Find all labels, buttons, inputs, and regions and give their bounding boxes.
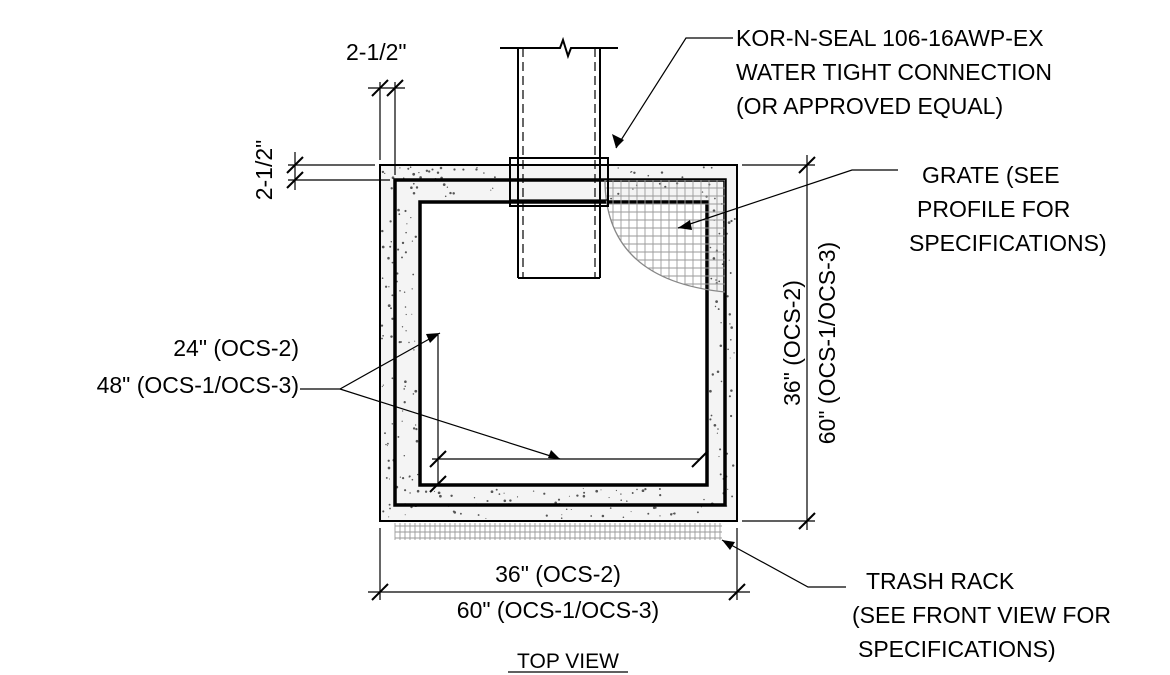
top-wall-dimension (368, 79, 405, 175)
trash-rack-label-line2: (SEE FRONT VIEW FOR (852, 602, 1111, 628)
outer-vertical-dimension (742, 155, 816, 530)
grate-label-line3: SPECIFICATIONS) (909, 230, 1107, 256)
grate-label-line2: PROFILE FOR (917, 196, 1070, 222)
wall-dim-top-label: 2-1/2" (346, 39, 407, 65)
wall-dim-left-label: 2-1/2" (251, 140, 277, 201)
inner-dim-label-line2: 48" (OCS-1/OCS-3) (97, 372, 299, 398)
seal-label-line3: (OR APPROVED EQUAL) (736, 93, 1003, 119)
view-title: TOP VIEW (517, 650, 619, 673)
trash-rack-label-line3: SPECIFICATIONS) (858, 636, 1056, 662)
outer-h-dim-label-line2: 60" (OCS-1/OCS-3) (457, 597, 659, 623)
outer-v-dim-label-line2: 60" (OCS-1/OCS-3) (814, 242, 840, 444)
outer-horizontal-dimension (368, 528, 750, 601)
seal-label-line2: WATER TIGHT CONNECTION (736, 59, 1052, 85)
concrete-wall (380, 165, 737, 521)
outer-v-dim-label-line1: 36" (OCS-2) (779, 280, 805, 406)
left-wall-dimension (286, 152, 390, 190)
trash-rack-label-line1: TRASH RACK (866, 568, 1015, 594)
seal-label-line1: KOR-N-SEAL 106-16AWP-EX (736, 25, 1044, 51)
inner-dimensions (429, 335, 709, 493)
trash-rack (394, 523, 722, 540)
inner-opening (418, 200, 709, 487)
outer-h-dim-label-line1: 36" (OCS-2) (495, 561, 621, 587)
connection-collar (509, 157, 609, 207)
inner-dim-label-line1: 24" (OCS-2) (173, 335, 299, 361)
box-thick-line (393, 178, 727, 507)
grate-label-line1: GRATE (SEE (922, 162, 1060, 188)
leaders (300, 37, 898, 588)
